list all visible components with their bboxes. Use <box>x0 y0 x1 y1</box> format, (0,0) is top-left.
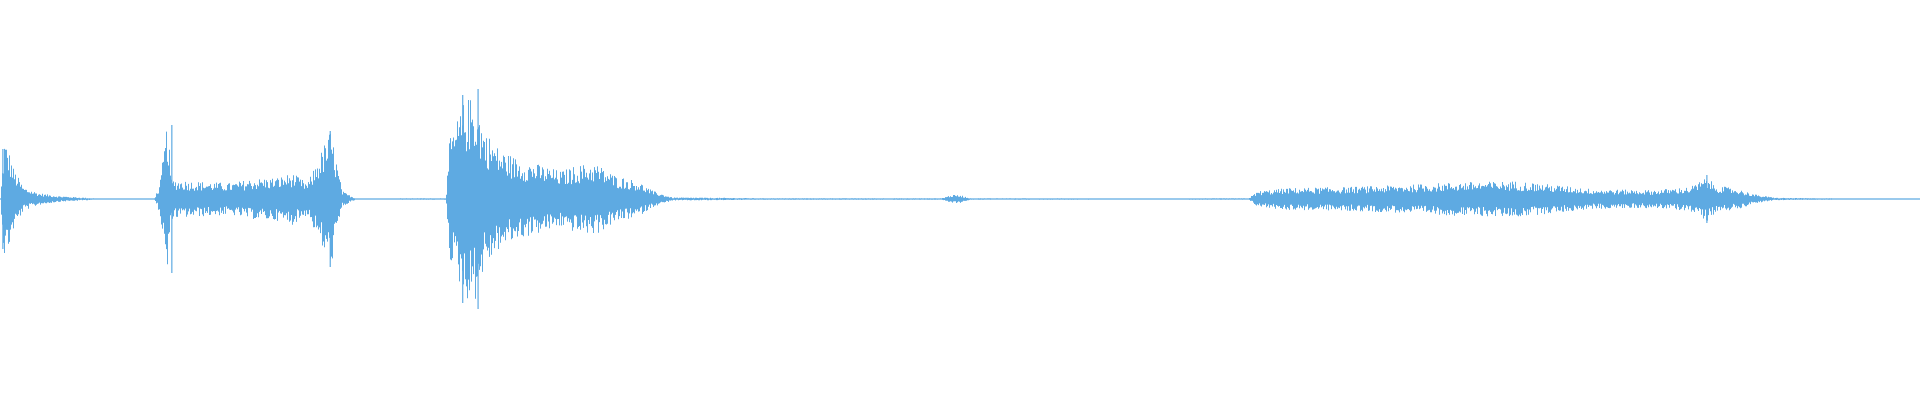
waveform-bars <box>0 89 1920 309</box>
